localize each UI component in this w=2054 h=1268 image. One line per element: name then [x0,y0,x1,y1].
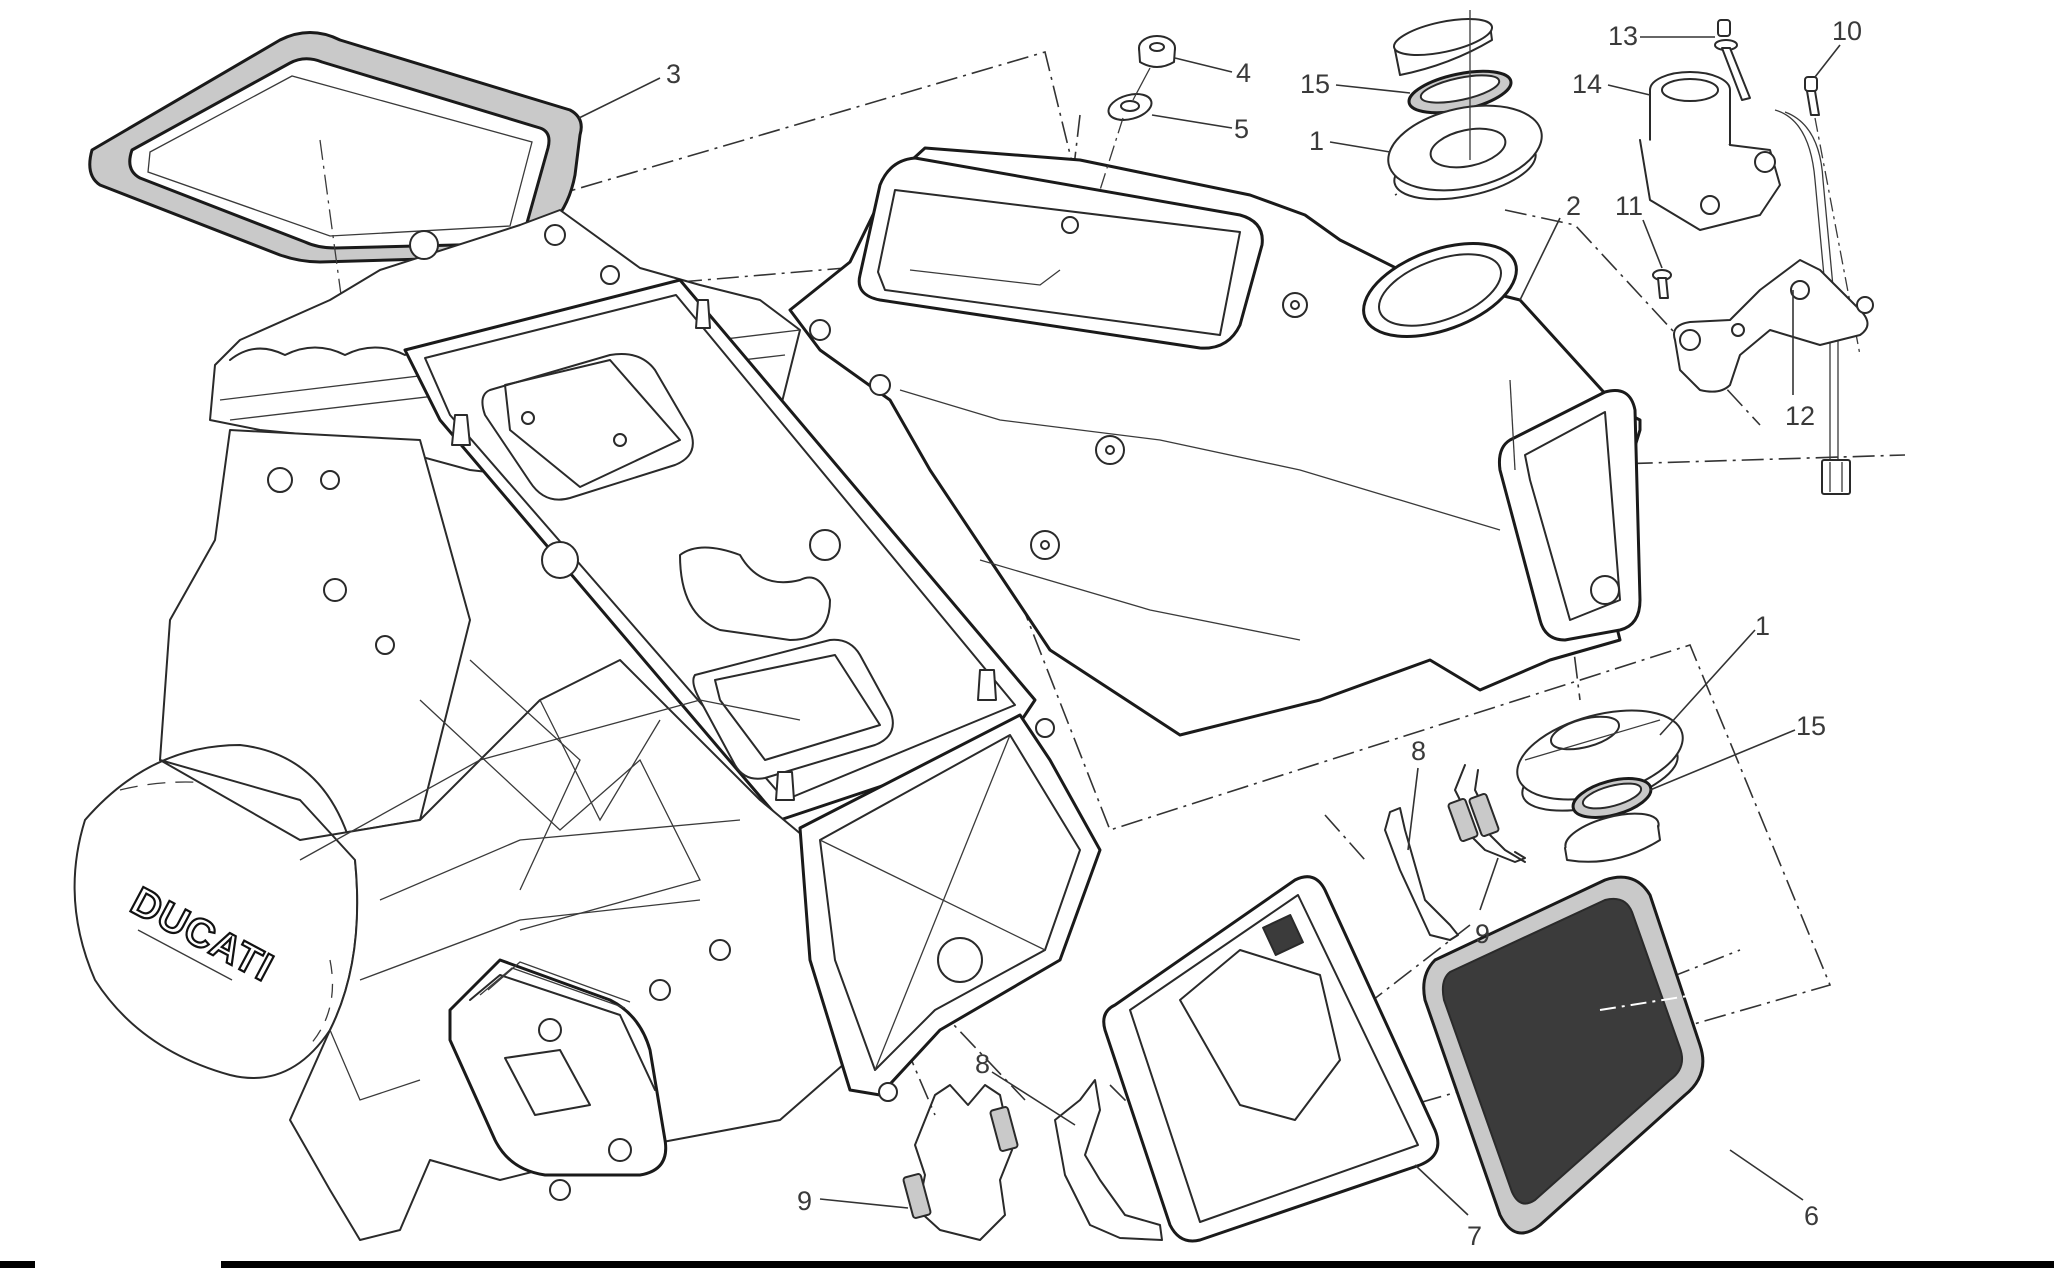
part-flange-1-top[interactable] [1380,10,1549,210]
part-nut-4[interactable] [1138,35,1176,68]
callout-11: 11 [1615,191,1643,221]
leader-lines [578,36,1841,1216]
callout-1-lower: 1 [1755,611,1770,641]
part-retainer-ring-top[interactable] [1391,12,1495,76]
callout-15-top: 15 [1300,69,1330,99]
part-washer-5[interactable] [1099,67,1154,191]
part-seal-15-lower[interactable] [1569,771,1655,825]
callout-8-upper: 8 [1411,736,1426,766]
callout-5: 5 [1234,114,1249,144]
callout-10: 10 [1832,16,1862,46]
part-switch-14[interactable] [1639,71,1839,460]
part-screw-11[interactable] [1652,269,1672,299]
callout-6: 6 [1804,1201,1819,1231]
callout-14: 14 [1572,69,1602,99]
callout-8-lower: 8 [975,1049,990,1079]
callout-4: 4 [1236,58,1251,88]
callout-15-lower: 15 [1796,711,1826,741]
part-cover-7[interactable] [1102,875,1440,1243]
part-connector[interactable] [1821,459,1851,495]
part-spring-9-lower[interactable] [902,1084,1019,1241]
part-clip-8-lower[interactable] [1054,1079,1163,1241]
part-bracket-12[interactable] [1673,259,1874,393]
callout-12: 12 [1785,401,1815,431]
part-retainer-ring-lower[interactable] [1561,805,1663,865]
callout-9-upper: 9 [1475,919,1490,949]
footer-bar-left [0,1261,35,1268]
part-airbox-2[interactable] [788,146,1642,737]
callout-2: 2 [1566,191,1581,221]
callout-1-top: 1 [1309,126,1324,156]
callout-7: 7 [1467,1221,1482,1251]
part-filter-6[interactable] [1422,875,1726,1235]
part-spring-9-upper[interactable] [1447,764,1526,863]
part-seal-15-top[interactable] [1405,64,1514,121]
part-clip-8-upper[interactable] [1384,807,1459,941]
callout-13: 13 [1608,21,1638,51]
callout-9-lower: 9 [797,1186,812,1216]
callouts: 3 4 5 15 1 2 11 12 13 14 10 1 15 8 9 8 9… [666,16,1862,1251]
callout-3: 3 [666,59,681,89]
footer-bar-main [221,1261,2054,1268]
engine-assembly: DUCATI [73,209,1102,1241]
part-screw-13[interactable] [1714,19,1751,101]
